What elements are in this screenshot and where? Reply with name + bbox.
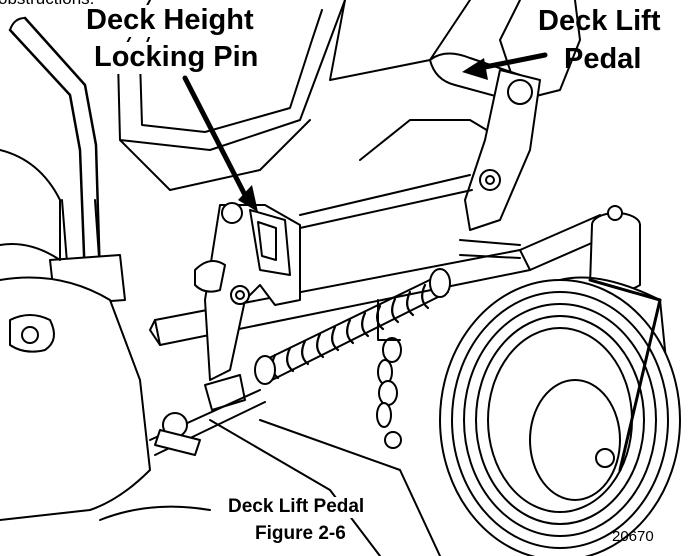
figure-caption-number: Figure 2-6 [253,523,348,545]
locking-pin-label-line1: Deck Height [84,4,256,37]
ground-lines [99,419,441,556]
lift-pedal-label-line1: Deck Lift [538,5,661,37]
lower-bracket [149,374,266,456]
lift-spring [254,268,451,385]
callout-arrows [182,52,548,212]
left-housing [0,149,151,521]
locking-pin-label-line2: Locking Pin [92,41,261,74]
drawing-number: 20670 [612,528,654,545]
figure-caption-title: Deck Lift Pedal [226,496,367,518]
caster-wheel [439,205,681,556]
top-text-fragment: obstructions. [0,0,94,9]
locking-pin-assembly [194,202,301,381]
deck-lift-pedal [429,52,541,231]
linkage-rod [299,174,521,259]
lift-pedal-label-line2: Pedal [564,43,642,75]
chain [376,299,402,449]
